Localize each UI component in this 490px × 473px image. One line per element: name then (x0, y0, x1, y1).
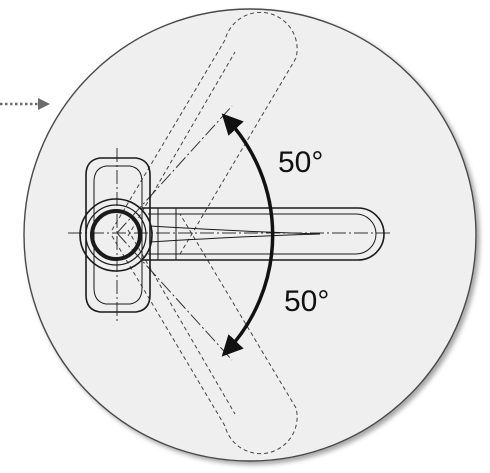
pointer-arrow (0, 98, 50, 110)
angle-label-upper: 50° (278, 146, 323, 179)
rotation-arc (221, 113, 275, 357)
faucet-body (79, 157, 153, 313)
detail-disc (23, 8, 477, 462)
lever-neutral (142, 207, 385, 261)
angle-label-lower: 50° (284, 285, 329, 318)
lever-rotated-up (111, 11, 298, 255)
